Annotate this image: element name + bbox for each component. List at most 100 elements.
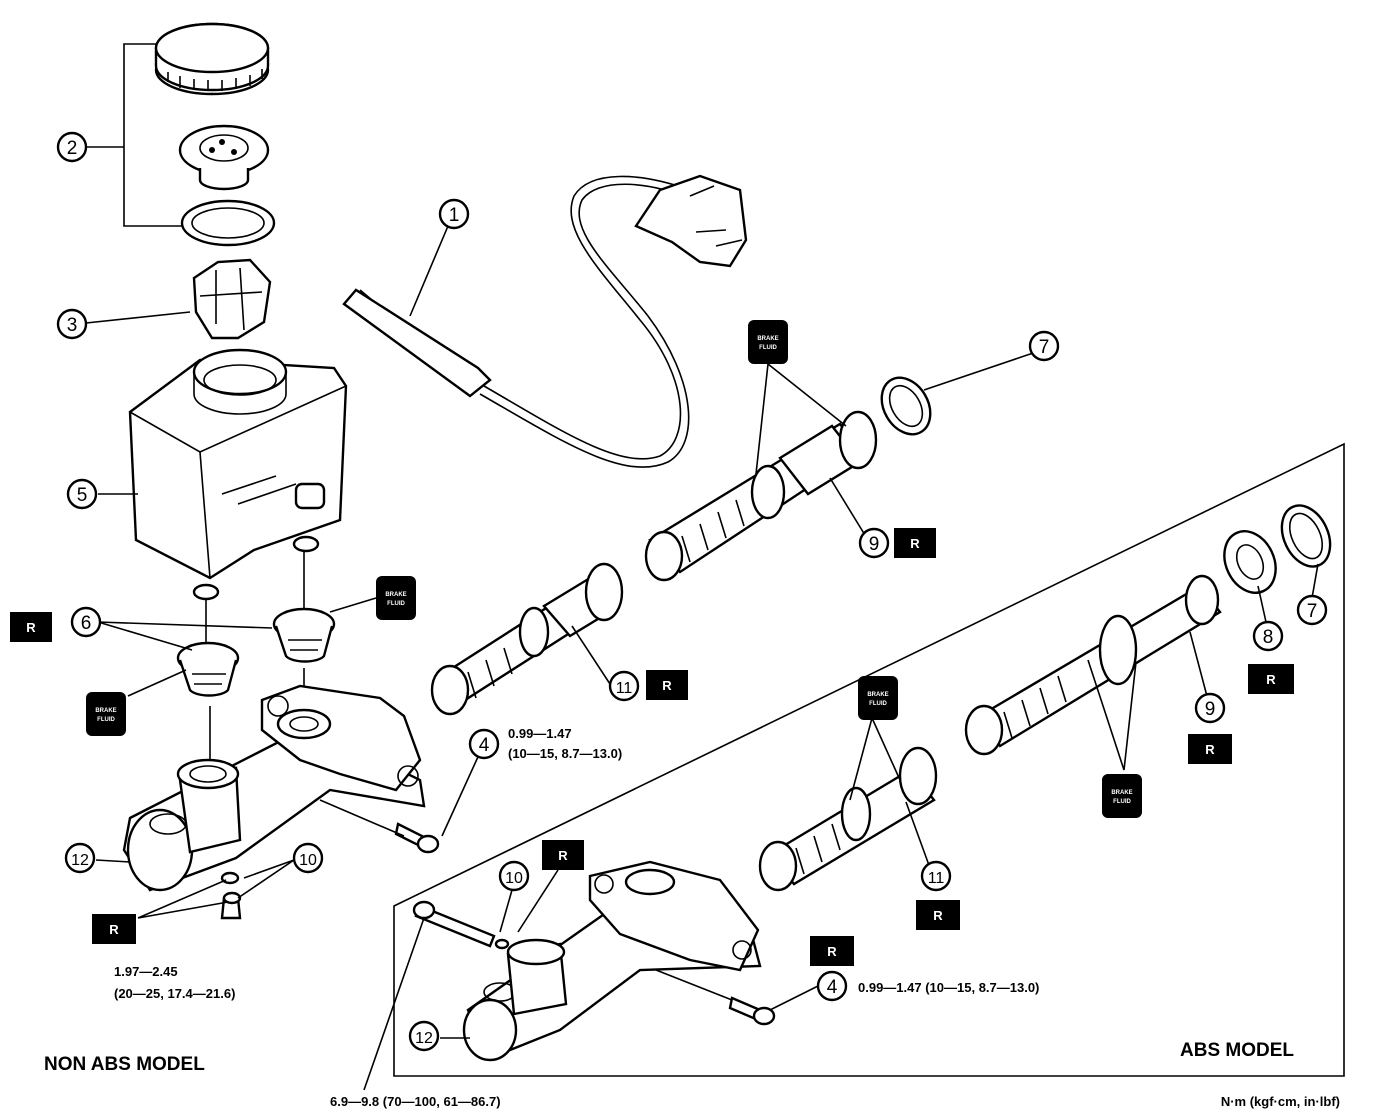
svg-text:BRAKE: BRAKE bbox=[95, 708, 116, 714]
svg-text:1: 1 bbox=[449, 205, 460, 226]
replace-badge: R bbox=[1248, 664, 1294, 694]
replace-badge: R bbox=[916, 900, 960, 930]
brake-fluid-badge: BRAKE FLUID bbox=[1102, 774, 1142, 818]
svg-text:R: R bbox=[662, 678, 672, 693]
svg-text:R: R bbox=[1205, 742, 1215, 757]
replace-badge: R bbox=[1188, 734, 1232, 764]
svg-text:11: 11 bbox=[616, 680, 633, 697]
callout-1: 1 bbox=[438, 198, 470, 230]
reservoir-bushing-left bbox=[176, 641, 240, 697]
non-abs-bolt-torque: 0.99—1.47 bbox=[508, 726, 572, 741]
non-abs-cylinder-body bbox=[122, 684, 426, 892]
float-bracket bbox=[192, 258, 272, 340]
non-abs-bolt-torque-alt: (10—15, 8.7—13.0) bbox=[508, 746, 622, 761]
replace-badge: R bbox=[894, 528, 936, 558]
abs-snap-ring bbox=[1280, 504, 1332, 568]
callout-4: 4 bbox=[468, 728, 500, 760]
svg-text:7: 7 bbox=[1039, 337, 1050, 358]
svg-text:BRAKE: BRAKE bbox=[867, 692, 888, 698]
svg-text:11: 11 bbox=[928, 870, 945, 887]
brake-fluid-badge: BRAKE FLUID bbox=[858, 676, 898, 720]
assembly-guide-lines bbox=[205, 552, 305, 770]
svg-text:R: R bbox=[827, 944, 837, 959]
abs-stopper-torque: 6.9—9.8 (70—100, 61—86.7) bbox=[330, 1094, 501, 1109]
svg-text:FLUID: FLUID bbox=[759, 345, 777, 351]
reservoir-bushing-right bbox=[272, 607, 336, 663]
svg-text:R: R bbox=[109, 922, 119, 937]
callout-9: 9 bbox=[858, 527, 890, 559]
abs-washer bbox=[1223, 530, 1277, 594]
callout-8: 8 bbox=[1252, 620, 1284, 652]
callout-7: 7 bbox=[1028, 330, 1060, 362]
brake-fluid-badge: BRAKE FLUID bbox=[748, 320, 788, 364]
callout-11: 11 bbox=[608, 670, 640, 702]
callout-10b: 10 bbox=[498, 860, 530, 892]
callout-9b: 9 bbox=[1194, 692, 1226, 724]
svg-text:6: 6 bbox=[81, 613, 92, 634]
non-abs-model-label: NON ABS MODEL bbox=[44, 1054, 205, 1075]
torque-units: N·m (kgf·cm, in·lbf) bbox=[1221, 1094, 1340, 1109]
svg-text:R: R bbox=[910, 536, 920, 551]
replace-badge: R bbox=[542, 840, 584, 870]
brake-fluid-badge: BRAKE FLUID bbox=[86, 692, 126, 736]
svg-text:9: 9 bbox=[869, 534, 880, 555]
abs-primary-piston-assembly bbox=[964, 574, 1222, 756]
abs-cylinder-body bbox=[462, 860, 762, 1062]
svg-text:12: 12 bbox=[71, 852, 89, 869]
secondary-piston-assembly bbox=[430, 562, 624, 716]
svg-text:2: 2 bbox=[67, 138, 78, 159]
replace-badge: R bbox=[810, 936, 854, 966]
callout-3: 3 bbox=[56, 308, 88, 340]
svg-text:4: 4 bbox=[479, 735, 490, 756]
callout-12: 12 bbox=[64, 842, 96, 874]
primary-piston-assembly bbox=[644, 410, 878, 582]
piston-snap-ring-upper bbox=[880, 376, 932, 436]
reservoir-cap bbox=[154, 22, 270, 96]
svg-text:R: R bbox=[558, 848, 568, 863]
replace-badge: R bbox=[92, 914, 136, 944]
callout-10: 10 bbox=[292, 842, 324, 874]
svg-text:R: R bbox=[1266, 672, 1276, 687]
svg-text:FLUID: FLUID bbox=[1113, 799, 1131, 805]
non-abs-stopper-torque: 1.97—2.45 bbox=[114, 964, 178, 979]
svg-text:7: 7 bbox=[1307, 601, 1318, 622]
svg-text:9: 9 bbox=[1205, 699, 1216, 720]
non-abs-stopper-torque-alt: (20—25, 17.4—21.6) bbox=[114, 986, 235, 1001]
svg-text:BRAKE: BRAKE bbox=[385, 592, 406, 598]
callout-4b: 4 bbox=[816, 970, 848, 1002]
fluid-reservoir bbox=[128, 348, 348, 601]
svg-text:8: 8 bbox=[1263, 627, 1274, 648]
svg-text:5: 5 bbox=[77, 485, 88, 506]
cap-seal-ring bbox=[180, 199, 276, 247]
abs-bolt-guide-line bbox=[655, 969, 733, 1001]
callout-5: 5 bbox=[66, 478, 98, 510]
callout-2: 2 bbox=[56, 131, 88, 163]
replace-badge: R bbox=[646, 670, 688, 700]
leader-lines bbox=[85, 43, 1319, 1091]
abs-stopper-bolt bbox=[412, 900, 510, 950]
svg-text:FLUID: FLUID bbox=[387, 601, 405, 607]
abs-model-label: ABS MODEL bbox=[1180, 1040, 1294, 1061]
svg-text:FLUID: FLUID bbox=[97, 717, 115, 723]
callout-11b: 11 bbox=[920, 860, 952, 892]
svg-text:R: R bbox=[26, 620, 36, 635]
fluid-level-sensor bbox=[342, 174, 748, 468]
callout-7b: 7 bbox=[1296, 594, 1328, 626]
callout-6: 6 bbox=[70, 606, 102, 638]
abs-secondary-piston-assembly bbox=[758, 746, 938, 892]
svg-text:BRAKE: BRAKE bbox=[757, 336, 778, 342]
svg-text:10: 10 bbox=[505, 870, 523, 887]
svg-text:3: 3 bbox=[67, 315, 78, 336]
callout-12b: 12 bbox=[408, 1020, 440, 1052]
cap-diaphragm bbox=[178, 124, 270, 191]
abs-section-frame bbox=[393, 442, 1345, 1077]
replace-badge: R bbox=[10, 612, 52, 642]
svg-text:FLUID: FLUID bbox=[869, 701, 887, 707]
svg-text:BRAKE: BRAKE bbox=[1111, 790, 1132, 796]
svg-text:10: 10 bbox=[299, 852, 317, 869]
svg-text:R: R bbox=[933, 908, 943, 923]
abs-bolt-torque: 0.99—1.47 (10—15, 8.7—13.0) bbox=[858, 980, 1039, 995]
svg-text:12: 12 bbox=[415, 1030, 433, 1047]
brake-fluid-badge: BRAKE FLUID bbox=[376, 576, 416, 620]
